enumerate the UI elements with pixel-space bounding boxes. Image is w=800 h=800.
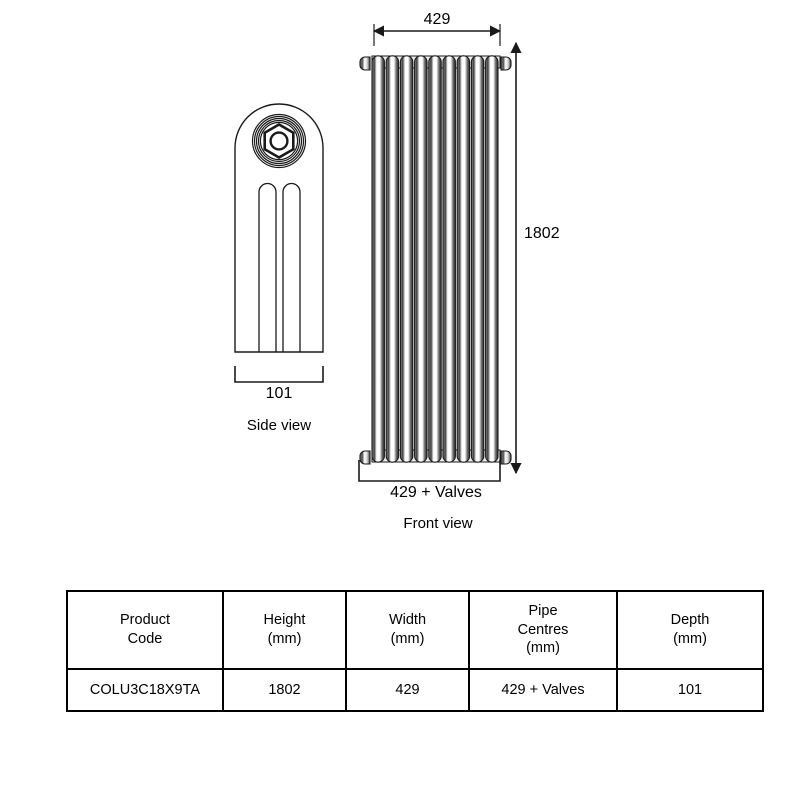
cell-width: 429 [345,668,470,712]
table-header-row: Product Code Height (mm) Width (mm) Pipe… [66,590,764,670]
header-product-code-line2: Code [127,631,163,647]
side-view-label: Side view [247,417,311,434]
header-pipe-centres-line2: Centres [517,621,569,638]
cell-height: 1802 [222,668,347,712]
front-view-columns [371,55,499,463]
header-cell-width: Width (mm) [345,590,470,670]
depth-bracket-line [234,366,324,383]
header-depth-line2: (mm) [673,631,707,647]
header-cell-pipe-centres: Pipe Centres (mm) [468,590,618,670]
header-height-line1: Height [263,612,306,629]
header-cell-depth: Depth (mm) [616,590,764,670]
depth-dimension-label: 101 [266,385,293,402]
front-view-label: Front view [403,515,472,532]
side-view-group: 101 Side view [234,103,324,434]
header-product-code-line1: Product [120,612,170,629]
cell-depth: 101 [616,668,764,712]
header-pipe-centres-line3: (mm) [526,640,560,657]
header-cell-height: Height (mm) [222,590,347,670]
pipe-centres-bracket-line [358,460,501,482]
header-cell-product-code: Product Code [66,590,224,670]
front-height-dimension: 1802 [510,41,560,475]
cell-pipe-centres: 429 + Valves [468,668,618,712]
header-pipe-centres-line1: Pipe [528,603,558,620]
header-depth-line1: Depth [670,612,710,629]
side-depth-bracket: 101 [234,366,324,402]
front-view-group: 429 [358,11,560,532]
front-right-valve-boss [500,56,512,465]
side-view-valve-fitting [251,113,307,169]
pipe-centres-label: 429 + Valves [390,484,482,501]
table-row: COLU3C18X9TA 1802 429 429 + Valves 101 [66,668,764,712]
width-dimension-label: 429 [424,11,451,28]
cell-product-code: COLU3C18X9TA [66,668,224,712]
specification-table: Product Code Height (mm) Width (mm) Pipe… [66,590,764,712]
side-view-outline [234,103,324,353]
header-height-line2: (mm) [267,631,302,647]
side-view-column-slots [258,182,301,352]
front-left-valve-boss [359,56,371,465]
header-width-line1: Width [388,612,427,629]
specification-table-wrapper: Product Code Height (mm) Width (mm) Pipe… [66,590,764,712]
header-width-line2: (mm) [390,631,425,647]
front-width-dimension: 429 [372,11,502,46]
height-dimension-label: 1802 [524,225,560,242]
pipe-centres-bracket: 429 + Valves [358,460,501,501]
